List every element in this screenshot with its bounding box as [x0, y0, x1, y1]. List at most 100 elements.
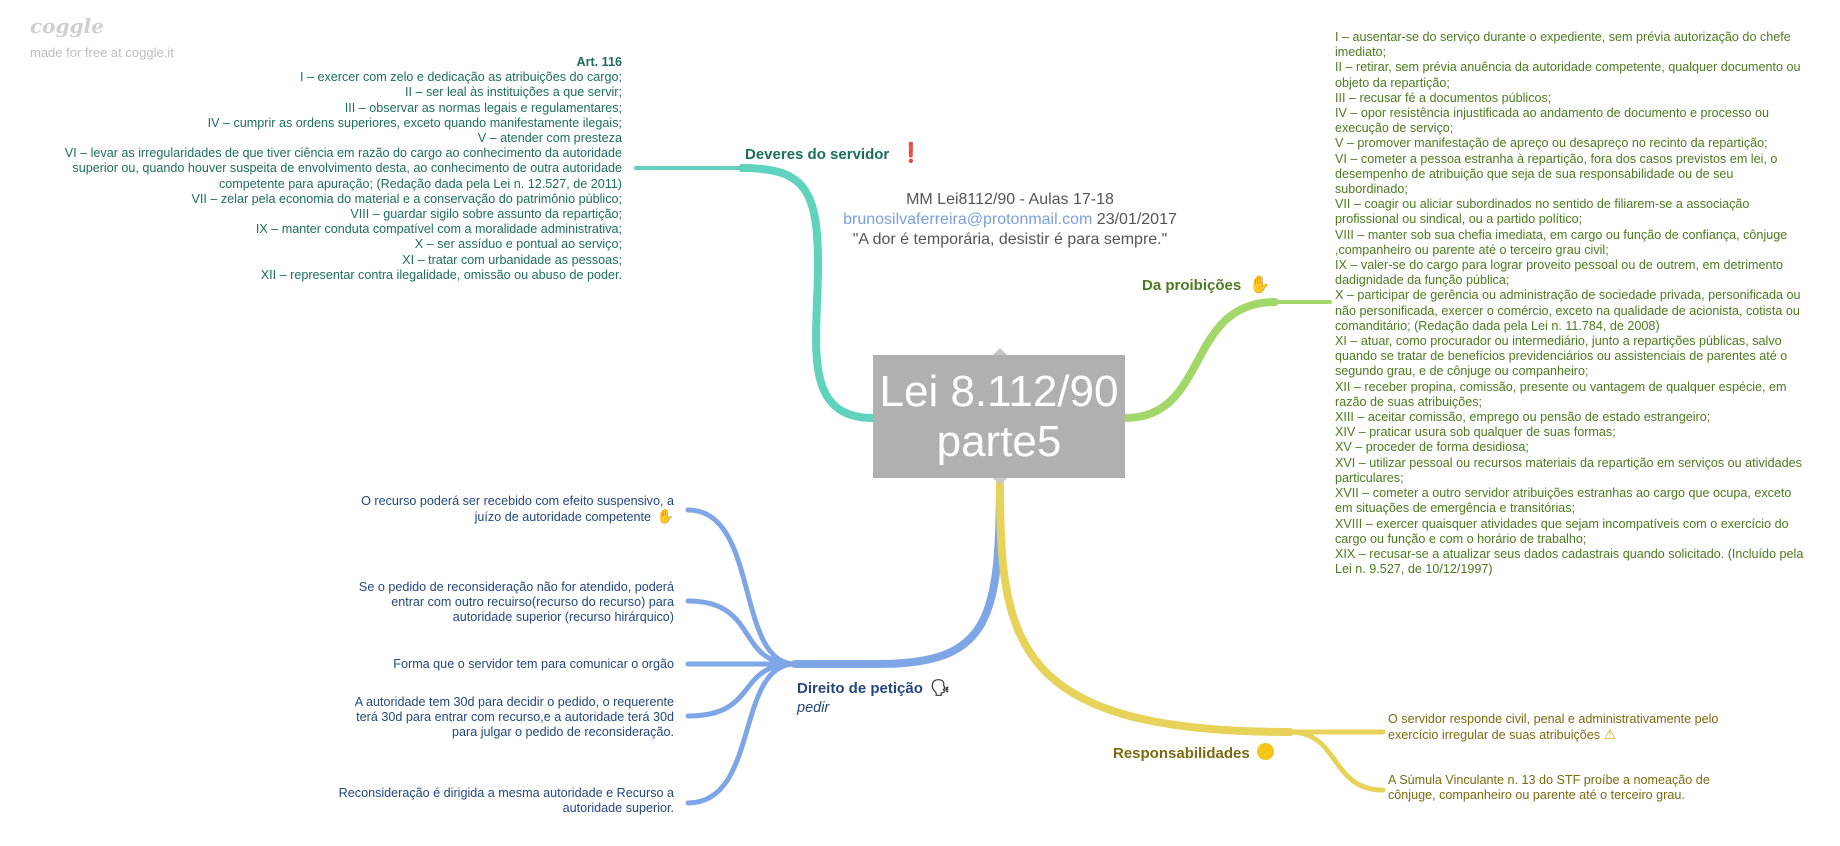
- central-bottom-connector: [993, 478, 1007, 485]
- central-subtitle: parte5: [936, 416, 1062, 466]
- deveres-item: I – exercer com zelo e dedicação as atri…: [299, 70, 622, 85]
- responsabilidades-leaf-1-text[interactable]: O servidor responde civil, penal e admin…: [1388, 712, 1808, 743]
- leaf-line-wrap: exercício irregular de suas atribuições …: [1388, 727, 1808, 743]
- proibicoes-item: XII – receber propina, comissão, present…: [1335, 379, 1787, 394]
- leaf-line: entrar com outro recuirso(recurso do rec…: [391, 595, 674, 610]
- raised-hand-icon: ✋: [656, 508, 674, 525]
- speaking-head-icon: 🗣: [930, 680, 951, 697]
- made-for-text: made for free at coggle.it: [30, 45, 174, 60]
- note-date: 23/01/2017: [1096, 211, 1177, 228]
- email-link[interactable]: brunosilvaferreira@protonmail.com: [843, 211, 1093, 228]
- note-quote: "A dor é temporária, desistir é para sem…: [852, 231, 1168, 248]
- proibicoes-item: objeto da repartição;: [1335, 75, 1450, 90]
- proibicoes-item: particulares;: [1335, 470, 1404, 485]
- deveres-item: II – ser leal às instituições a que serv…: [405, 85, 622, 100]
- proibicoes-branch: [1121, 298, 1279, 422]
- proibicoes-item: IX – valer-se do cargo para lograr prove…: [1335, 258, 1784, 273]
- peticao-title-node[interactable]: Direito de petição 🗣 pedir: [797, 678, 950, 716]
- leaf-line: para julgar o pedido de reconsideração.: [452, 725, 674, 740]
- deveres-heading: Art. 116: [576, 55, 622, 69]
- leaf-line: Reconsideração é dirigida a mesma autori…: [338, 786, 674, 800]
- peticao-leaf-1: [685, 507, 798, 667]
- responsabilidades-leaf-2: [1287, 729, 1386, 793]
- proibicoes-item: desempenho de atribuição que seja de sua…: [1335, 166, 1734, 181]
- responsabilidades-leaf-2-text[interactable]: A Súmula Vinculante n. 13 do STF proíbe …: [1388, 773, 1808, 803]
- deveres-item: IV – cumprir as ordens superiores, excet…: [207, 115, 622, 130]
- proibicoes-item: subordinado;: [1335, 182, 1408, 197]
- proibicoes-item: XIX – recusar-se a atualizar seus dados …: [1335, 546, 1804, 561]
- proibicoes-item: X – participar de gerência ou administra…: [1335, 288, 1801, 303]
- proibicoes-item: II – retirar, sem prévia anuência da aut…: [1335, 60, 1801, 75]
- proibicoes-item: ,companheiro ou parente até o terceiro g…: [1335, 242, 1609, 257]
- unamused-face-icon: [1256, 743, 1274, 760]
- proibicoes-item: V – promover manifestação de apreço ou d…: [1335, 136, 1768, 151]
- proibicoes-item: quando se tratar de benefícios previdenc…: [1335, 349, 1788, 364]
- peticao-leaf-1-text[interactable]: O recurso poderá ser recebido com efeito…: [300, 494, 674, 525]
- peticao-leaf-2-text[interactable]: Se o pedido de reconsideração não for at…: [300, 580, 674, 626]
- peticao-leaf-3-text[interactable]: Forma que o servidor tem para comunicar …: [300, 657, 674, 672]
- proibicoes-item: XVI – utilizar pessoal ou recursos mater…: [1335, 455, 1802, 470]
- leaf-line: terá 30d para entrar com recurso,e a aut…: [356, 710, 674, 725]
- proibicoes-item: Lei n. 9.527, de 10/12/1997): [1335, 562, 1493, 577]
- note-contact: brunosilvaferreira@protonmail.com 23/01/…: [800, 210, 1220, 230]
- peticao-subtitle: pedir: [797, 700, 830, 716]
- deveres-item: VIII – guardar sigilo sobre assunto da r…: [350, 207, 622, 222]
- proibicoes-item: IV – opor resistência injustificada ao a…: [1335, 106, 1770, 121]
- proibicoes-list[interactable]: I – ausentar-se do serviço durante o exp…: [1335, 30, 1835, 577]
- proibicoes-item: comanditário; (Redação dada pela Lei n. …: [1335, 318, 1660, 333]
- deveres-list[interactable]: Art. 116 I – exercer com zelo e dedicaçã…: [20, 55, 622, 283]
- peticao-title: Direito de petição: [797, 680, 923, 697]
- deveres-item: VII – zelar pela economia do material e …: [191, 191, 622, 206]
- proibicoes-item: dadignidade da função pública;: [1335, 273, 1510, 288]
- deveres-title-node[interactable]: Deveres do servidor ❗: [745, 141, 923, 165]
- central-node[interactable]: Lei 8.112/90 parte5: [873, 355, 1125, 478]
- proibicoes-item: VIII – manter sob sua chefia imediata, e…: [1335, 227, 1788, 242]
- deveres-item: competente para apuração; (Redação dada …: [218, 176, 622, 191]
- raised-hand-icon: ✋: [1249, 275, 1271, 294]
- peticao-branch: [791, 474, 1004, 668]
- peticao-leaf-2: [685, 598, 798, 667]
- proibicoes-title-node[interactable]: Da proibições ✋: [1142, 275, 1271, 295]
- proibicoes-item: em situações de emergência e transitória…: [1335, 501, 1576, 516]
- leaf-line: O recurso poderá ser recebido com efeito…: [361, 494, 674, 508]
- peticao-leaf-4: [685, 661, 798, 719]
- proibicoes-item: I – ausentar-se do serviço durante o exp…: [1335, 30, 1791, 44]
- proibicoes-item: imediato;: [1335, 45, 1387, 60]
- proibicoes-item: XV – proceder de forma desidiosa;: [1335, 440, 1529, 455]
- proibicoes-item: III – recusar fé a documentos públicos;: [1335, 90, 1552, 105]
- central-top-connector: [993, 348, 1007, 355]
- deveres-item: XII – representar contra ilegalidade, om…: [260, 267, 622, 282]
- peticao-leaf-4-text[interactable]: A autoridade tem 30d para decidir o pedi…: [300, 695, 674, 741]
- leaf-line: autoridade superior (recurso hirárquico): [452, 610, 674, 625]
- deveres-item: III – observar as normas legais e regula…: [344, 100, 622, 115]
- proibicoes-item: XIV – praticar usura sob qualquer de sua…: [1335, 425, 1616, 440]
- exclamation-icon: ❗: [899, 143, 924, 164]
- responsabilidades-title-node[interactable]: Responsabilidades: [1113, 743, 1274, 762]
- proibicoes-item: razão de suas atribuições;: [1335, 394, 1483, 409]
- proibicoes-item: XI – atuar, como procurador ou intermedi…: [1335, 334, 1782, 349]
- proibicoes-item: segundo grau, e de cônjuge ou companheir…: [1335, 364, 1589, 379]
- proibicoes-item: execução de serviço;: [1335, 121, 1454, 136]
- leaf-line: Forma que o servidor tem para comunicar …: [393, 657, 674, 671]
- deveres-item: V – atender com presteza: [477, 131, 622, 146]
- deveres-item: X – ser assíduo e pontual ao serviço;: [414, 237, 622, 252]
- leaf-line: A Súmula Vinculante n. 13 do STF proíbe …: [1388, 773, 1710, 787]
- peticao-leaf-5-text[interactable]: Reconsideração é dirigida a mesma autori…: [300, 786, 674, 816]
- coggle-logo: coggle: [30, 14, 104, 38]
- note-title: MM Lei8112/90 - Aulas 17-18: [906, 191, 1114, 208]
- deveres-item: IX – manter conduta compatível com a mor…: [255, 222, 622, 237]
- proibicoes-item: não personificada, exercer o comércio, e…: [1335, 303, 1800, 318]
- proibicoes-item: XVIII – exercer quaisquer atividades que…: [1335, 516, 1789, 531]
- leaf-line: exercício irregular de suas atribuições: [1388, 728, 1601, 743]
- leaf-line: A autoridade tem 30d para decidir o pedi…: [354, 695, 674, 709]
- proibicoes-item: VII – coagir ou aliciar subordinados no …: [1335, 197, 1750, 212]
- deveres-item: XI – tratar com urbanidade as pessoas;: [402, 252, 622, 267]
- responsabilidades-branch: [996, 474, 1294, 736]
- leaf-line: autoridade superior.: [562, 801, 674, 816]
- deveres-item: VI – levar as irregularidades de que tiv…: [64, 146, 622, 161]
- leaf-line: cônjuge, companheiro ou parente até o te…: [1388, 788, 1685, 803]
- deveres-title: Deveres do servidor: [745, 146, 890, 163]
- responsabilidades-title: Responsabilidades: [1113, 745, 1250, 762]
- info-note: MM Lei8112/90 - Aulas 17-18 brunosilvafe…: [800, 190, 1220, 250]
